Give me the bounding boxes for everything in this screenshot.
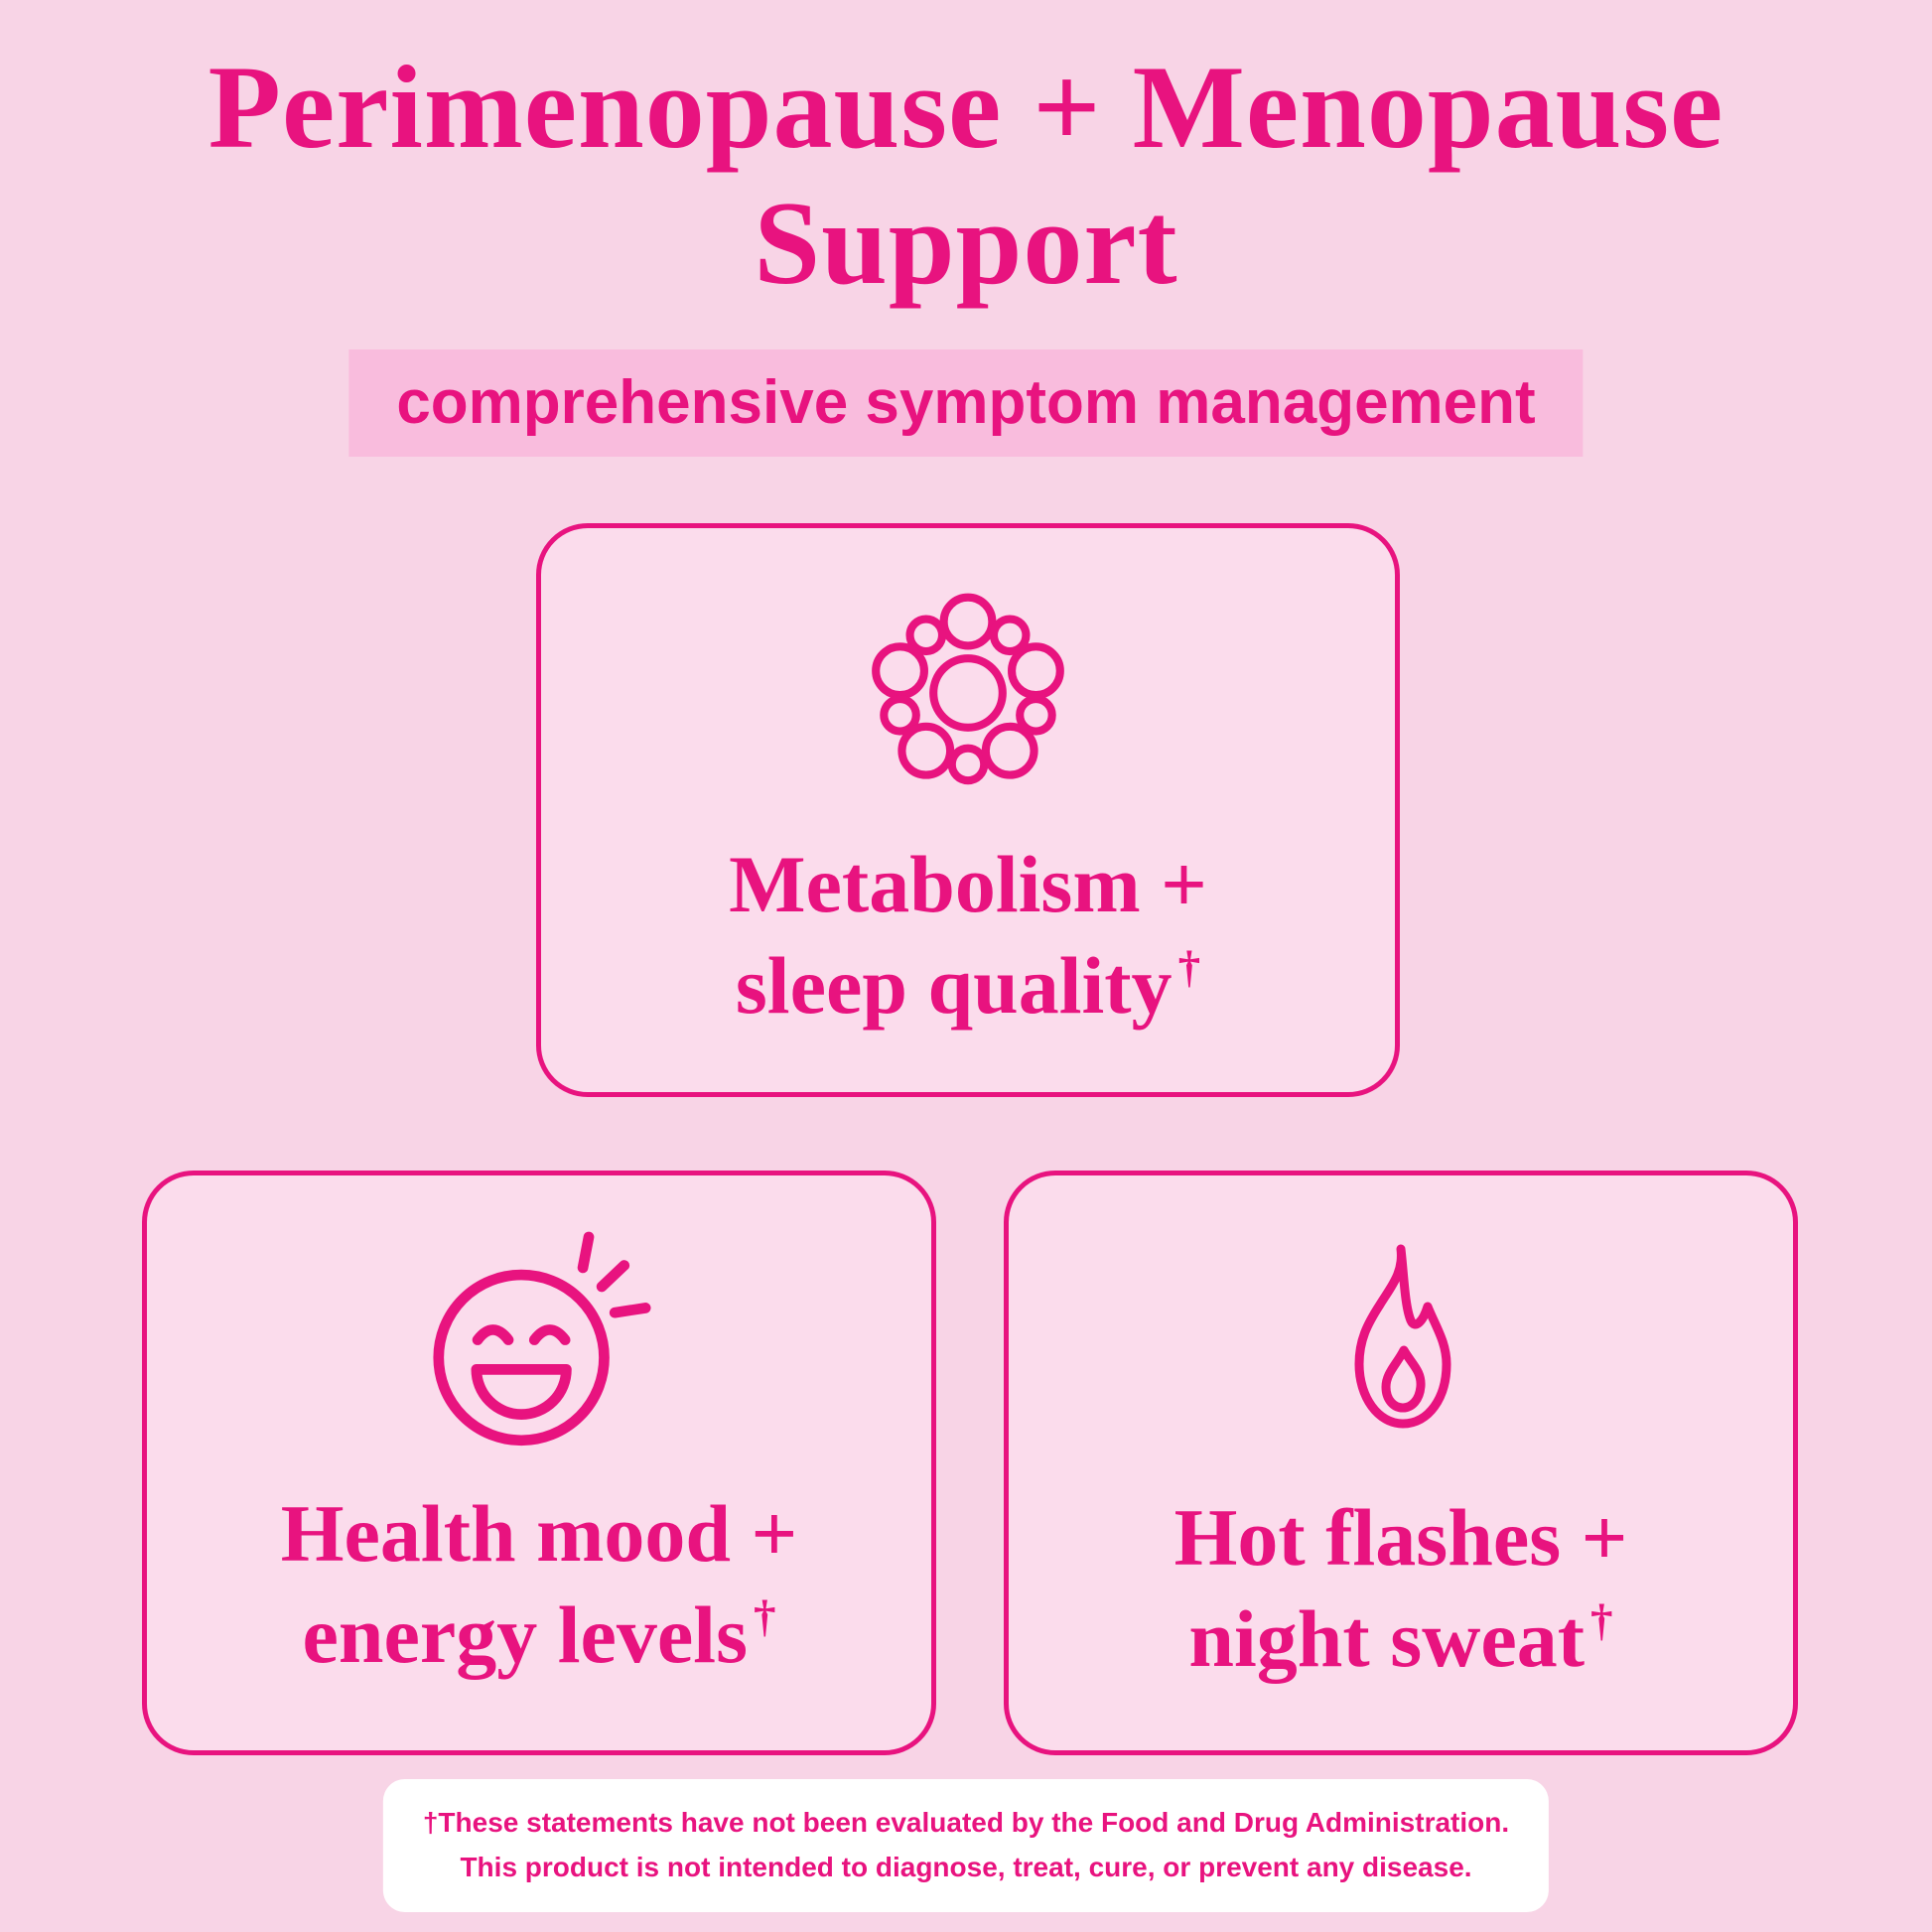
page-title: Perimenopause + Menopause Support: [0, 40, 1932, 312]
subtitle-banner: comprehensive symptom management: [348, 349, 1584, 458]
card-text-metabolism-sleep: Metabolism + sleep quality†: [729, 834, 1207, 1035]
card-line2: sleep quality†: [729, 935, 1207, 1036]
card-metabolism-sleep: Metabolism + sleep quality†: [536, 523, 1400, 1097]
card-line1: Health mood +: [280, 1488, 798, 1579]
card-line2-text: night sweat: [1188, 1592, 1586, 1684]
dagger-superscript: †: [1177, 942, 1201, 993]
card-line2-text: energy levels: [302, 1588, 748, 1680]
card-hot-flashes: Hot flashes + night sweat†: [1004, 1171, 1798, 1755]
card-line2: energy levels†: [281, 1585, 798, 1686]
flame-icon: [1354, 1244, 1451, 1429]
disclaimer-line2: This product is not intended to diagnose…: [460, 1851, 1472, 1882]
molecule-icon: [872, 593, 1064, 785]
card-line1: Hot flashes +: [1173, 1492, 1628, 1583]
page-title-line2: Support: [754, 176, 1178, 309]
card-text-mood-energy: Health mood + energy levels†: [281, 1483, 798, 1685]
laughing-face-icon: [433, 1231, 651, 1447]
card-line2-text: sleep quality: [735, 939, 1173, 1031]
card-text-hot-flashes: Hot flashes + night sweat†: [1174, 1487, 1628, 1689]
dagger-superscript: †: [1590, 1595, 1613, 1646]
card-line1: Metabolism +: [729, 839, 1207, 929]
fda-disclaimer: †These statements have not been evaluate…: [382, 1779, 1550, 1912]
page-title-line1: Perimenopause + Menopause: [207, 41, 1725, 173]
card-line2: night sweat†: [1174, 1588, 1628, 1690]
card-mood-energy: Health mood + energy levels†: [142, 1171, 936, 1755]
disclaimer-line1: †These statements have not been evaluate…: [422, 1807, 1510, 1838]
dagger-superscript: †: [754, 1591, 776, 1642]
